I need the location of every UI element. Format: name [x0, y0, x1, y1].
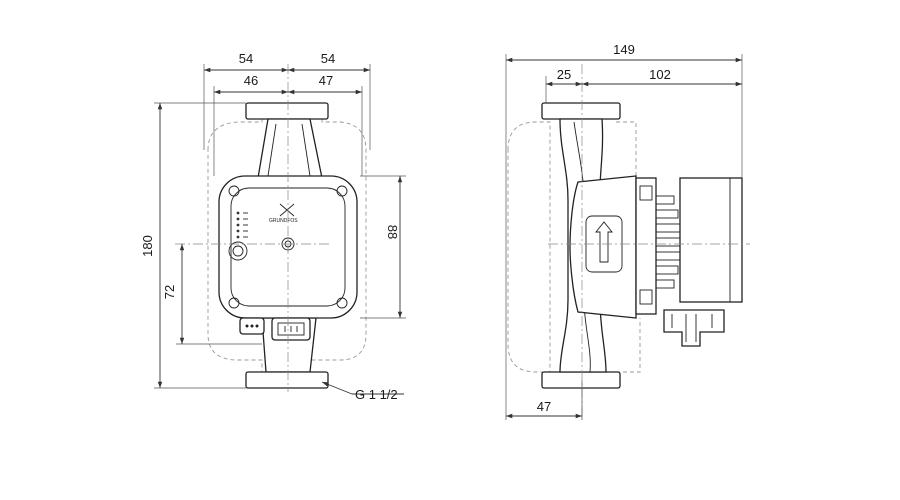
front-top-flange: [245, 102, 329, 120]
front-bottom-flange: [245, 371, 329, 389]
dim-label-54-right: 54: [321, 51, 335, 66]
dim-label-88: 88: [385, 225, 400, 239]
front-clearance-outline: [207, 111, 367, 373]
side-motor-stator: [635, 177, 657, 315]
dim-label-54-left: 54: [239, 51, 253, 66]
grundfos-logo-icon: [279, 203, 295, 217]
side-control-head: [569, 175, 637, 319]
dim-label-149: 149: [613, 42, 635, 57]
side-power-connector: [663, 309, 725, 347]
side-bottom-flange: [541, 371, 621, 389]
flow-direction-arrow-icon: [595, 221, 613, 263]
side-top-flange: [541, 102, 621, 120]
selector-button: [228, 241, 248, 261]
dim-label-47-top: 47: [319, 73, 333, 88]
dim-label-72: 72: [162, 285, 177, 299]
screw: [228, 297, 240, 309]
side-view: 149 25 102 47: [505, 42, 750, 420]
dim-label-46: 46: [244, 73, 258, 88]
front-view: GRUNDFOS: [140, 51, 406, 402]
side-clearance-outline: [507, 121, 551, 373]
dim-label-47-bottom: 47: [537, 399, 551, 414]
dim-label-180: 180: [140, 235, 155, 257]
thread-leader-line: [321, 381, 353, 395]
dim-label-25: 25: [557, 67, 571, 82]
thread-callout-label: G 1 1/2: [355, 387, 398, 402]
dim-label-102: 102: [649, 67, 671, 82]
front-top-neck: [257, 118, 323, 179]
led-indicators: [236, 211, 248, 239]
screw: [336, 185, 348, 197]
screw: [336, 297, 348, 309]
screw: [228, 185, 240, 197]
cooling-fins: [655, 195, 681, 289]
side-motor-endcap: [679, 177, 743, 303]
brand-text: GRUNDFOS: [269, 218, 298, 224]
